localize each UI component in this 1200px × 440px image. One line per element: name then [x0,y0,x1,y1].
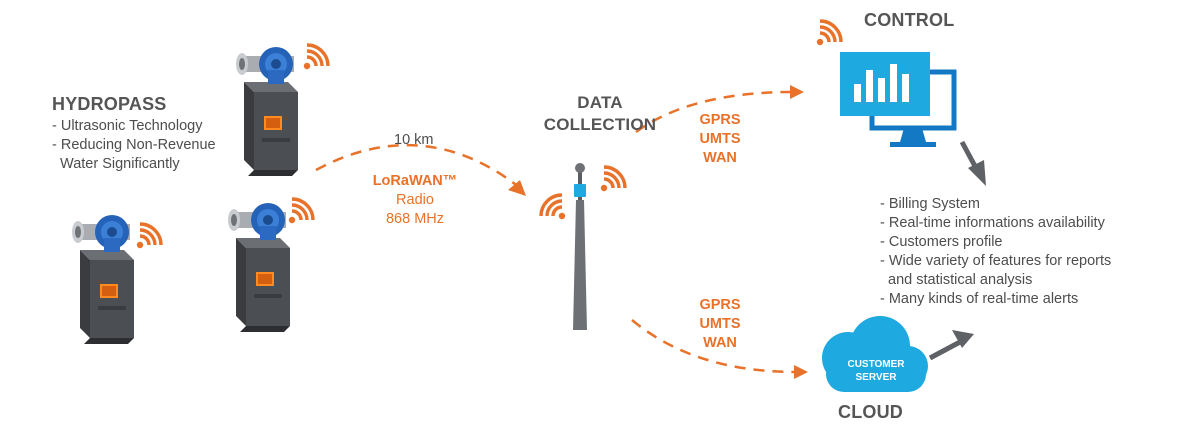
wifi-icon [599,165,627,193]
hydropass-features: - Ultrasonic Technology - Reducing Non-R… [52,117,216,174]
feature-item: - Billing System [880,196,980,212]
data-collection-line: DATA [577,93,623,112]
lora-medium-label: Radio [396,192,434,208]
uplink-label: WAN [703,335,737,351]
antenna-mast [573,163,587,330]
uplink-top-labels: GPRS UMTS WAN [690,111,750,168]
arrow-head-icon [790,85,804,99]
distance-label: 10 km [394,132,434,148]
monitor-icon [840,52,957,147]
arrow-head-icon [794,365,808,379]
lora-block: LoRaWAN™ Radio 868 MHz [360,172,470,229]
data-collection-line: COLLECTION [543,115,657,134]
control-title: CONTROL [864,10,955,30]
cloud-icon [822,316,928,392]
hydropass-line: - Ultrasonic Technology [52,118,203,134]
cloud-label-line: SERVER [855,372,897,383]
gray-arrow-down-icon [959,140,986,186]
wifi-icon [287,197,315,225]
control-features: - Billing System - Real-time information… [880,195,1111,309]
uplink-label: GPRS [699,112,741,128]
wifi-icon [815,19,843,47]
uplink-label: WAN [703,150,737,166]
arrow-head-icon [508,180,526,196]
hydropass-line: - Reducing Non-Revenue [52,137,216,153]
feature-item: - Many kinds of real-time alerts [880,291,1079,307]
uplink-bottom-labels: GPRS UMTS WAN [690,296,750,353]
gray-arrow-up-icon [928,330,974,361]
feature-item: and statistical analysis [880,272,1033,288]
wifi-icon [539,193,567,221]
cloud-label: CUSTOMER SERVER [826,358,926,384]
uplink-top-arrow [635,90,793,134]
wifi-icon [302,43,330,71]
lora-protocol-label: LoRaWAN™ [372,173,458,189]
feature-item: - Real-time informations availability [880,215,1105,231]
lora-link-arrow [315,143,521,189]
meter-top [236,47,298,176]
feature-item: - Wide variety of features for reports [880,253,1112,269]
hydropass-title: HYDROPASS [52,94,167,114]
uplink-label: UMTS [699,131,741,147]
meter-bottom-left [72,215,134,344]
uplink-label: GPRS [699,297,741,313]
hydropass-line: Water Significantly [52,156,180,172]
cloud-label-line: CUSTOMER [847,359,905,370]
cloud-title: CLOUD [838,402,903,422]
uplink-bottom-arrow [631,319,797,374]
meter-bottom-right [228,203,290,332]
wifi-icon [135,222,163,250]
feature-item: - Customers profile [880,234,1003,250]
uplink-label: UMTS [699,316,741,332]
data-collection-title: DATA COLLECTION [540,92,660,136]
lora-frequency-label: 868 MHz [385,211,445,227]
